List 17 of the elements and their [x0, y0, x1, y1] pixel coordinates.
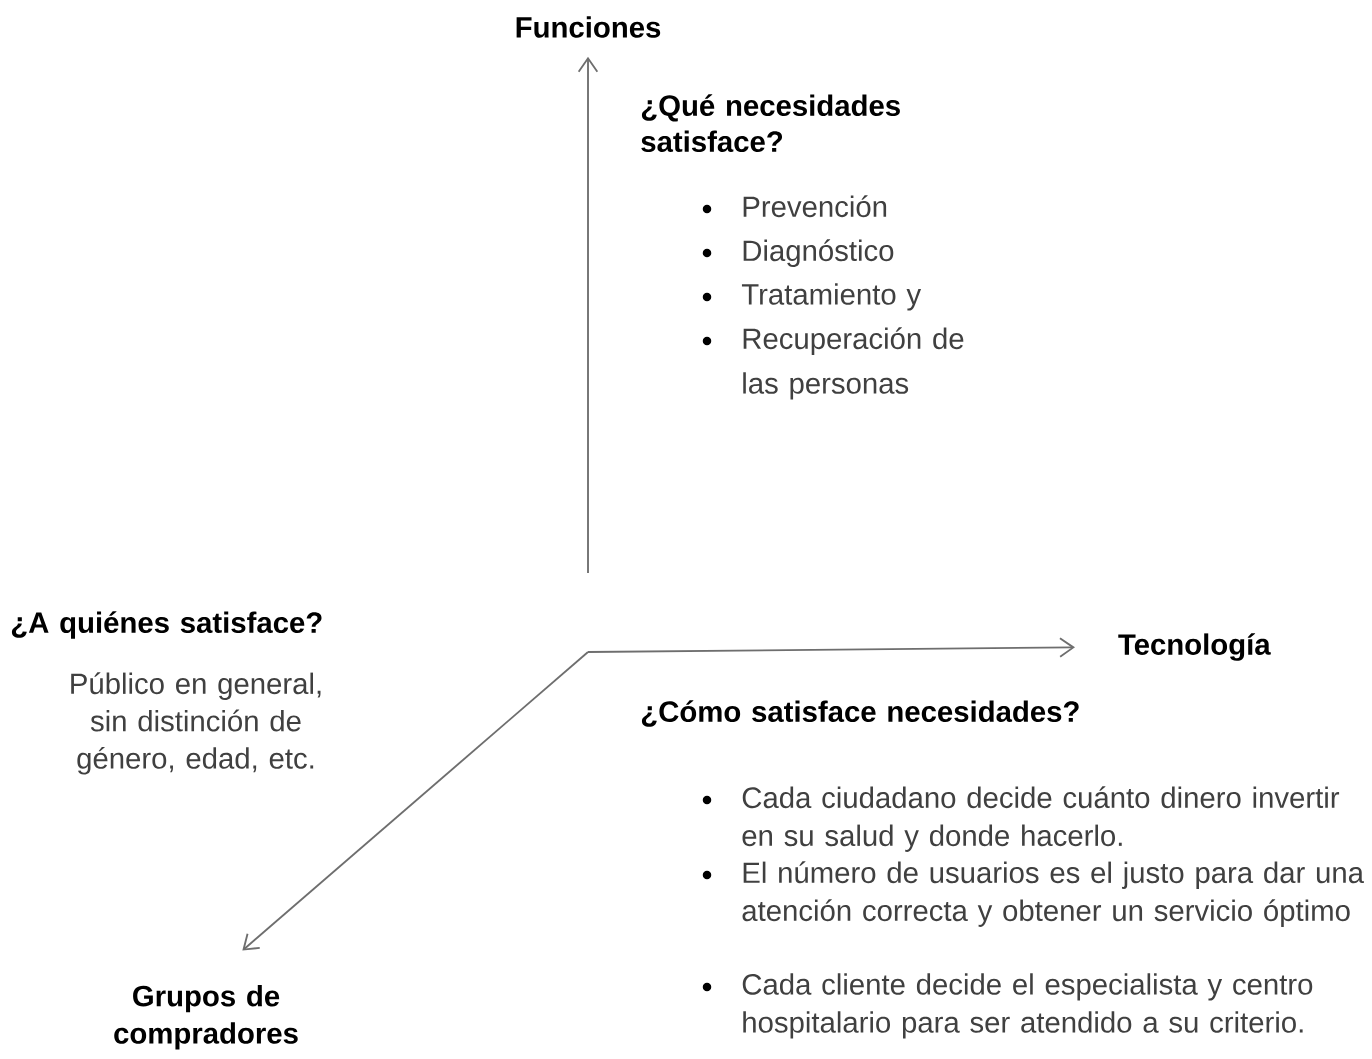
list-item: Cada ciudadano decide cuánto dinero invertir en su salud y donde hacerlo. — [742, 786, 1340, 852]
heading: ¿Qué necesidades satisface? — [641, 94, 900, 153]
axis-arrow — [577, 56, 599, 574]
list-item: Tratamiento y — [741, 283, 922, 311]
list-item: El número de usuarios es el justo para dar una atención correcta y obtener un servicio óptimo — [742, 861, 1364, 927]
list-item: Diagnóstico — [743, 239, 894, 267]
axis-label: Funciones — [516, 16, 661, 38]
heading: ¿Cómo satisface necesidades? — [641, 700, 1079, 727]
axis-arrow — [587, 637, 1075, 658]
axis-label: Tecnología — [1118, 633, 1271, 661]
axis-arrow — [242, 651, 589, 951]
list-item: Prevención — [743, 195, 887, 218]
list-item: Cada cliente decide el especialista y centro hospitalario para ser atendido a su criterio. — [742, 973, 1313, 1039]
heading: ¿A quiénes satisface? — [11, 611, 322, 639]
body-text: Público en general, sin distinción de género, edad, etc. — [71, 672, 321, 775]
axis-label: Grupos de compradores — [114, 984, 298, 1050]
list-item: Recuperación de las personas — [743, 327, 964, 400]
